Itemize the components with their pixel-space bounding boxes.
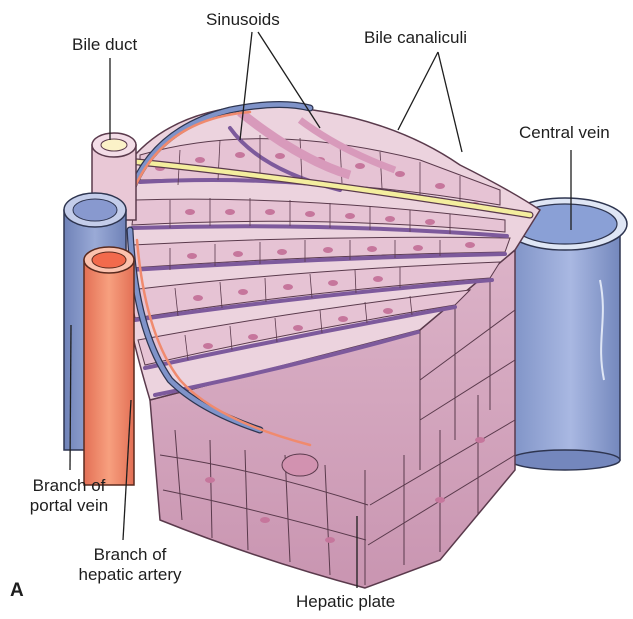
label-portal-vein-line1: Branch of [14,476,124,496]
label-hepatic-artery: Branch of hepatic artery [70,545,190,584]
label-bile-duct: Bile duct [72,35,137,55]
leader-canaliculi-2 [438,52,462,152]
label-portal-vein: Branch of portal vein [14,476,124,515]
label-bile-canaliculi: Bile canaliculi [364,28,467,48]
label-hepatic-plate: Hepatic plate [296,592,395,612]
leader-canaliculi-1 [398,52,438,130]
label-sinusoids: Sinusoids [206,10,280,30]
hepatic-artery-branch [84,247,134,485]
label-hepatic-artery-line1: Branch of [70,545,190,565]
label-portal-vein-line2: portal vein [14,496,124,516]
label-central-vein: Central vein [519,123,610,143]
panel-letter: A [10,580,24,602]
label-hepatic-artery-line2: hepatic artery [70,565,190,585]
